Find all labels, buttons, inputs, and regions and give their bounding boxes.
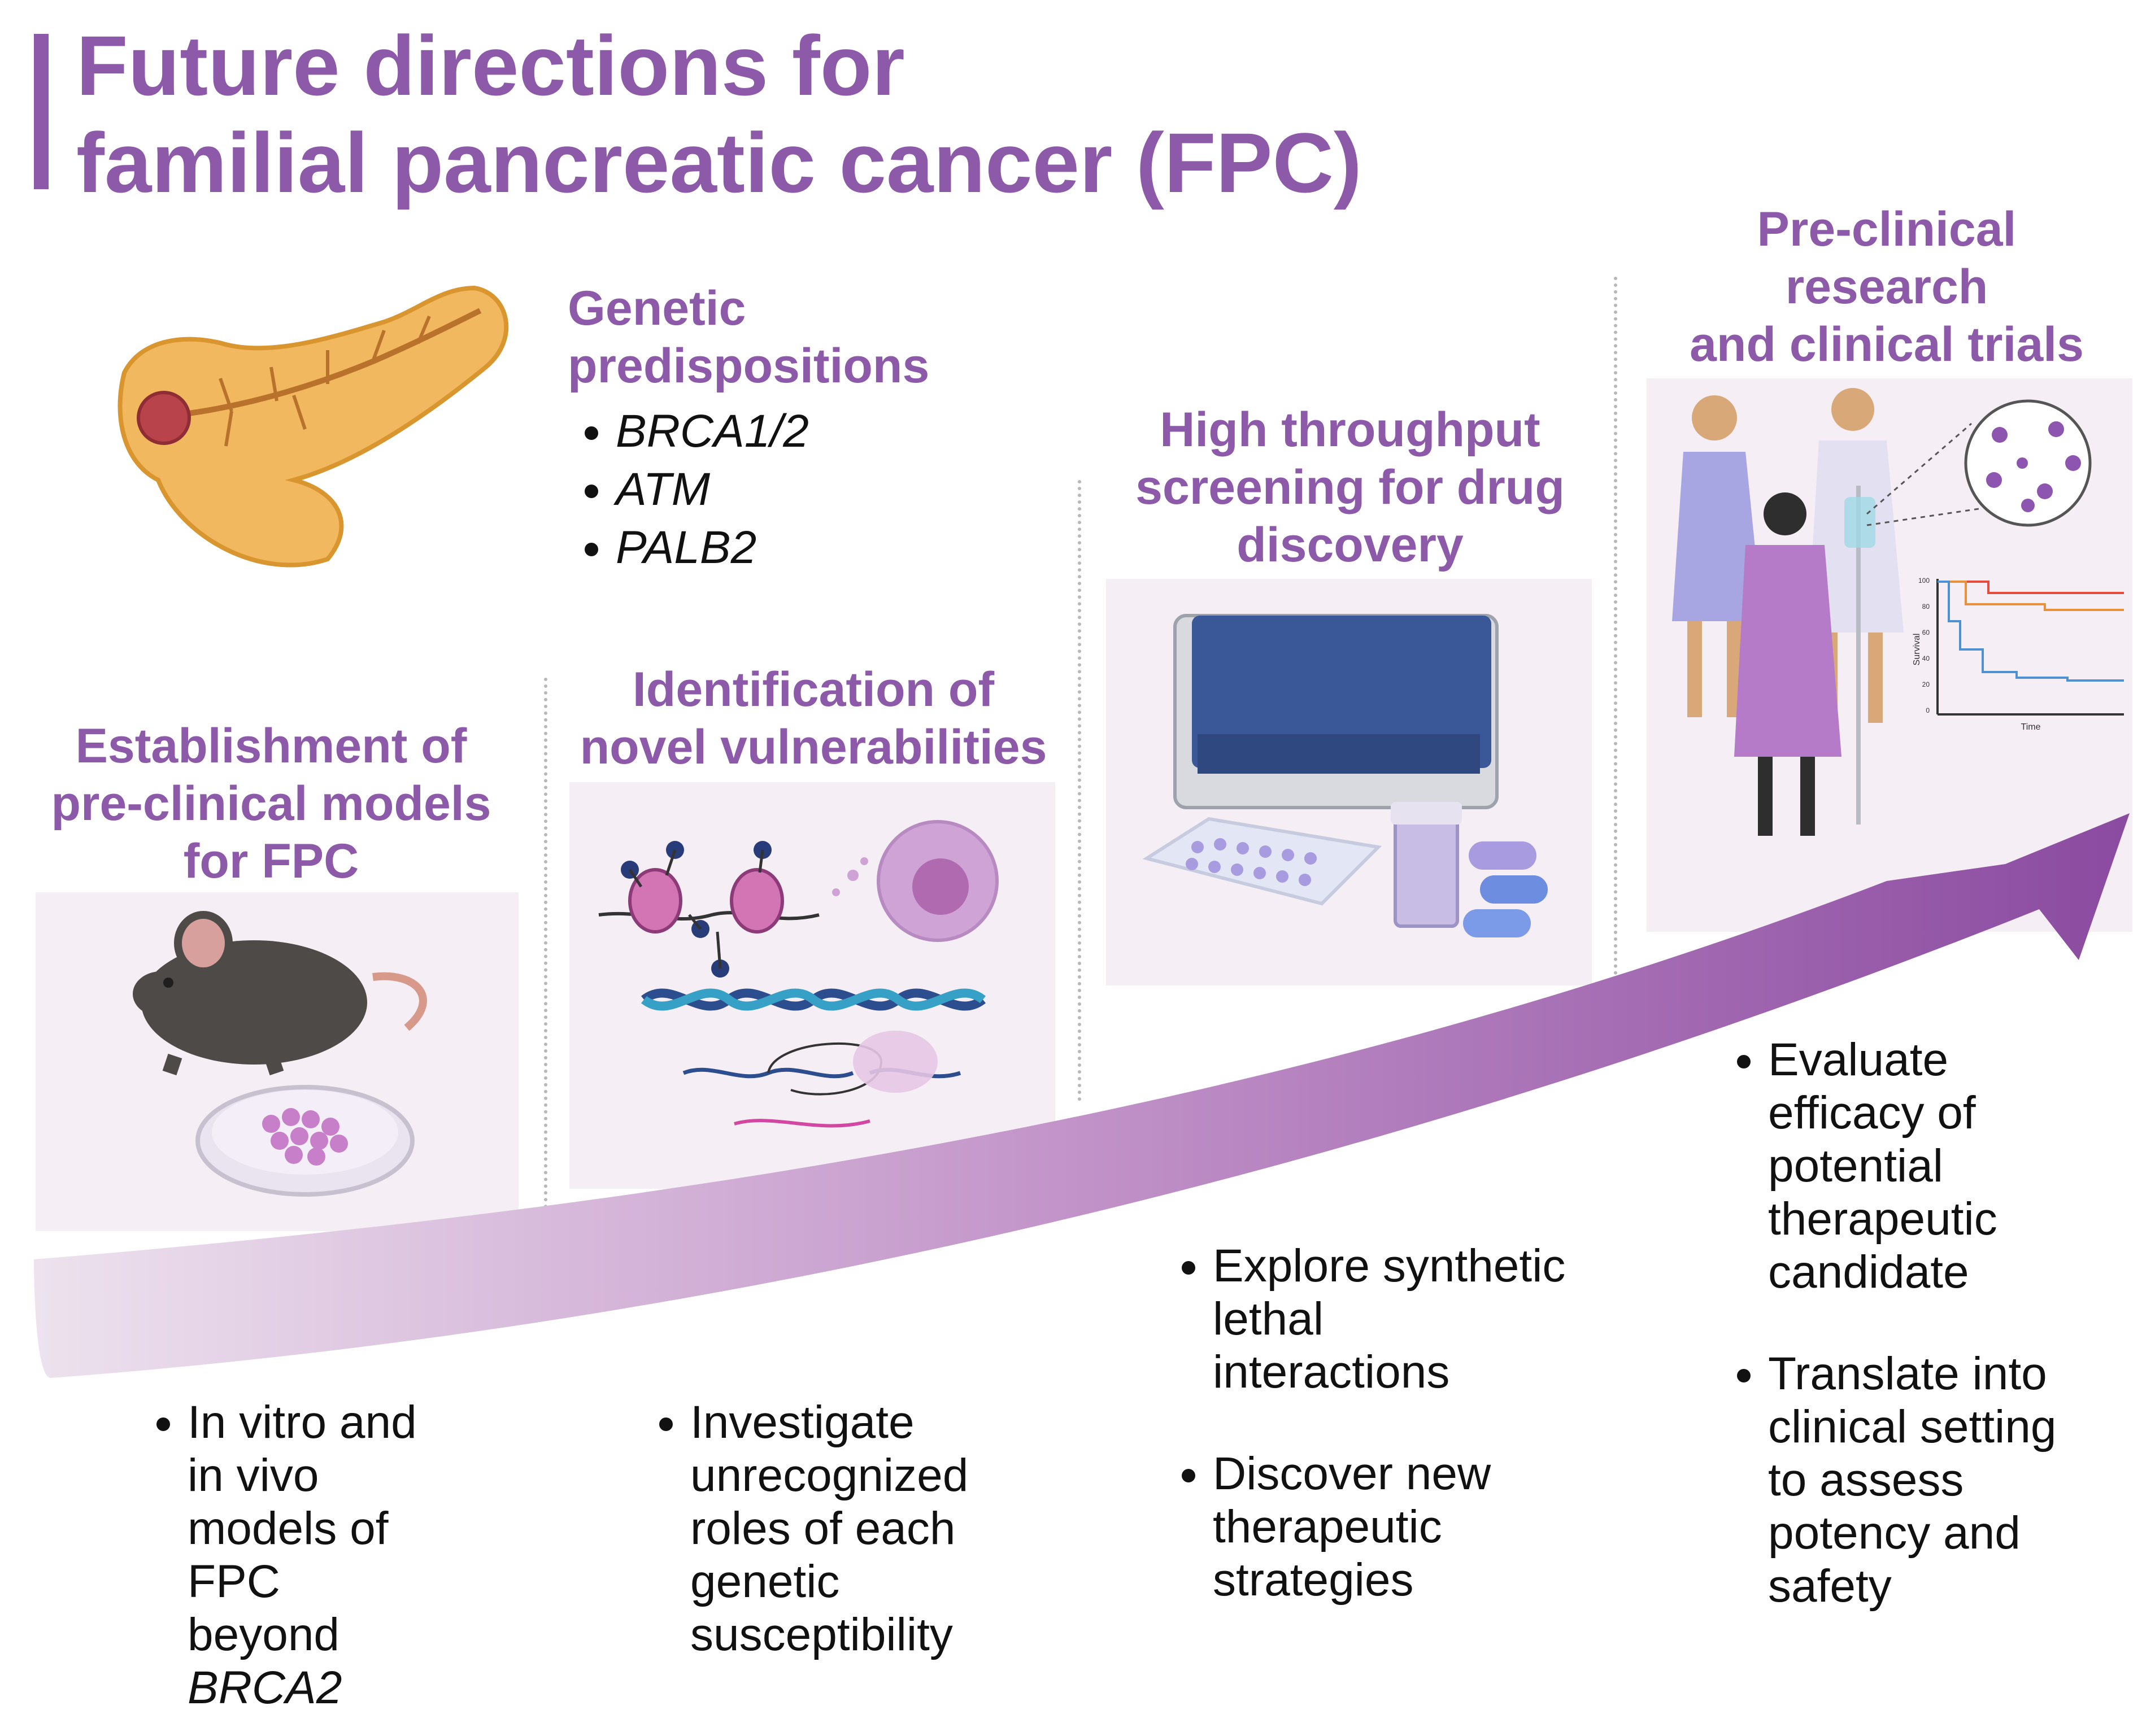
vulnerabilities-illustration (587, 796, 1039, 1163)
stage-1-bullets: In vitro and in vivo models of FPC beyon… (136, 1396, 531, 1715)
list-item: Translate into clinical setting to asses… (1768, 1347, 2151, 1613)
stage-2-heading-text: Identification of novel vulnerabilities (580, 662, 1047, 774)
stage-2-bullets: Investigate unrecognized roles of each g… (638, 1396, 1068, 1661)
survival-ytick: 100 (1918, 577, 1930, 585)
page-title: Future directions for familial pancreati… (76, 17, 1488, 211)
tumor-icon (137, 391, 191, 445)
mouse-ear-icon (174, 911, 233, 975)
divider-2 (1078, 480, 1081, 1101)
patient-icon (1734, 545, 1841, 757)
stage-1-heading-text: Establishment of pre-clinical models for… (51, 719, 491, 888)
well-plate-icon (1142, 817, 1382, 906)
gene-item: ATM (616, 460, 1020, 518)
gene-item: BRCA1/2 (616, 402, 1020, 460)
stage-4-bullets: Evaluate efficacy of potential therapeut… (1716, 1033, 2151, 1613)
stage-3-bullets: Explore synthetic lethal interactions Di… (1161, 1240, 1613, 1607)
enzyme-icon (853, 1031, 938, 1093)
pill-icon (1463, 909, 1531, 937)
survival-ylabel: Survival (1912, 634, 1922, 666)
stage-2-heading: Identification of novel vulnerabilities (559, 661, 1068, 776)
bullet-text: Translate into clinical setting to asses… (1768, 1348, 2057, 1612)
title-accent-bar (34, 34, 49, 189)
gene-list: BRCA1/2 ATM PALB2 (511, 402, 1020, 577)
genetic-heading-text: Genetic predispositions (568, 281, 930, 393)
survival-ytick: 60 (1922, 629, 1930, 636)
clinical-illustration: 100 80 60 40 20 0 Survival Time (1649, 384, 2135, 847)
patient-icon (1672, 452, 1762, 621)
pill-icon (1480, 875, 1548, 904)
nucleosome-icon (730, 868, 784, 934)
page-title-text: Future directions for familial pancreati… (76, 18, 1362, 210)
survival-ytick: 0 (1926, 706, 1930, 714)
pill-icon (1469, 841, 1536, 870)
survival-ytick: 80 (1922, 603, 1930, 610)
survival-plot: 100 80 60 40 20 0 Survival Time (1912, 577, 2124, 732)
gene-item: PALB2 (616, 518, 1020, 577)
list-item: Discover new therapeutic strategies (1213, 1447, 1613, 1607)
stage-4-heading: Pre-clinical research and clinical trial… (1638, 200, 2135, 373)
survival-xlabel: Time (2021, 722, 2041, 732)
list-item: Explore synthetic lethal interactions (1213, 1240, 1613, 1399)
bullet-text: Discover new therapeutic strategies (1213, 1448, 1491, 1606)
bullet-text: Investigate unrecognized roles of each g… (690, 1397, 969, 1660)
genetic-heading: Genetic predispositions (568, 280, 929, 395)
pancreas-illustration (90, 277, 520, 593)
stage-3-heading-text: High throughput screening for drug disco… (1135, 403, 1565, 572)
list-item: Evaluate efficacy of potential therapeut… (1768, 1033, 2151, 1299)
mouse-illustration (124, 904, 474, 1220)
list-item: Investigate unrecognized roles of each g… (690, 1396, 1068, 1661)
stage-3-heading: High throughput screening for drug disco… (1102, 401, 1599, 574)
screening-illustration (1130, 604, 1570, 977)
stage-1-heading: Establishment of pre-clinical models for… (34, 717, 508, 890)
divider-1 (544, 678, 547, 1209)
list-item: In vitro and in vivo models of FPC beyon… (188, 1396, 531, 1715)
bullet-italic-gene: BRCA2 (188, 1662, 342, 1713)
bullet-text: Explore synthetic lethal interactions (1213, 1240, 1566, 1398)
survival-ytick: 40 (1922, 655, 1930, 662)
divider-3 (1614, 277, 1617, 1056)
bullet-text: Evaluate efficacy of potential therapeut… (1768, 1034, 1997, 1298)
survival-ytick: 20 (1922, 681, 1930, 688)
bullet-text: In vitro and in vivo models of FPC beyon… (188, 1397, 417, 1660)
pill-bottle-icon (1394, 812, 1459, 928)
stage-4-heading-text: Pre-clinical research and clinical trial… (1690, 202, 2084, 372)
